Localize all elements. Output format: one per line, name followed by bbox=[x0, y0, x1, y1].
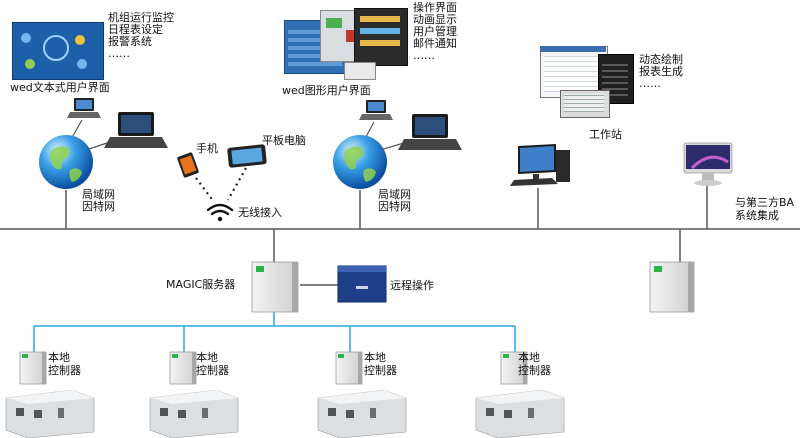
bas-label-line1: 与第三方BA bbox=[735, 196, 795, 209]
laptop-icon-small-left bbox=[67, 98, 101, 118]
network-label-right-line1: 局域网 bbox=[378, 188, 411, 201]
ahu-unit-1 bbox=[5, 389, 95, 438]
controller-label-2-line1: 本地 bbox=[196, 351, 218, 364]
wifi-icon bbox=[206, 203, 234, 222]
controller-label-1-line1: 本地 bbox=[48, 351, 70, 364]
imac-computer-icon bbox=[683, 142, 733, 186]
controller-label-3-line2: 控制器 bbox=[364, 364, 397, 377]
controller-label-3-line1: 本地 bbox=[364, 351, 386, 364]
network-label-left-line1: 局域网 bbox=[82, 188, 115, 201]
globe-icon-right bbox=[333, 135, 387, 189]
feature-item: 日程表设定 bbox=[108, 23, 163, 36]
feature-item: 邮件通知 bbox=[413, 37, 457, 50]
controller-label-4-line1: 本地 bbox=[518, 351, 540, 364]
laptop-icon-small-right bbox=[359, 100, 393, 120]
controller-cabinet-4 bbox=[500, 351, 528, 385]
workstation-computer-icon bbox=[510, 144, 570, 186]
wireless-label: 无线接入 bbox=[238, 206, 282, 219]
controller-cabinet-2 bbox=[169, 351, 197, 385]
ahu-unit-3 bbox=[317, 389, 407, 438]
feature-item: 报表生成 bbox=[639, 65, 683, 78]
phone-icon bbox=[177, 152, 199, 178]
laptop-icon-left bbox=[104, 112, 168, 148]
remote-operation-box bbox=[337, 265, 387, 303]
feature-item: 操作界面 bbox=[413, 1, 457, 14]
feature-item: 机组运行监控 bbox=[108, 11, 174, 24]
laptop-icon-right bbox=[398, 114, 462, 150]
graphic-ui-feature-list: 操作界面 动画显示 用户管理 邮件通知 …… bbox=[413, 2, 457, 62]
bas-label-line2: 系统集成 bbox=[735, 209, 779, 222]
feature-item: 动态绘制 bbox=[639, 53, 683, 66]
network-label-left-line2: 因特网 bbox=[82, 200, 115, 213]
network-label-right-line2: 因特网 bbox=[378, 200, 411, 213]
feature-item: …… bbox=[413, 49, 435, 62]
text-ui-screenshot bbox=[12, 22, 104, 80]
feature-item: 动画显示 bbox=[413, 13, 457, 26]
controller-label-2-line2: 控制器 bbox=[196, 364, 229, 377]
ahu-unit-4 bbox=[475, 389, 565, 438]
feature-item: …… bbox=[108, 47, 130, 60]
text-ui-feature-list: 机组运行监控 日程表设定 报警系统 …… bbox=[108, 12, 174, 60]
controller-cabinet-1 bbox=[19, 351, 47, 385]
globe-icon-left bbox=[39, 135, 93, 189]
tablet-icon bbox=[227, 144, 267, 168]
feature-item: 用户管理 bbox=[413, 25, 457, 38]
report-feature-list: 动态绘制 报表生成 …… bbox=[639, 54, 683, 90]
text-ui-caption: wed文本式用户界面 bbox=[10, 81, 110, 94]
workstation-label: 工作站 bbox=[589, 128, 622, 141]
tablet-label: 平板电脑 bbox=[262, 134, 306, 147]
server-label: MAGIC服务器 bbox=[166, 278, 236, 291]
mobile-label: 手机 bbox=[196, 142, 218, 155]
graphic-ui-caption: wed图形用户界面 bbox=[282, 84, 371, 97]
graphic-ui-screenshot bbox=[284, 6, 408, 80]
feature-item: …… bbox=[639, 77, 661, 90]
remote-operation-label: 远程操作 bbox=[390, 279, 434, 292]
controller-label-4-line2: 控制器 bbox=[518, 364, 551, 377]
magic-server-cabinet bbox=[251, 261, 299, 313]
ahu-unit-2 bbox=[149, 389, 239, 438]
controller-label-1-line2: 控制器 bbox=[48, 364, 81, 377]
report-ui-screenshot bbox=[540, 42, 634, 124]
ba-cabinet bbox=[649, 261, 695, 313]
controller-cabinet-3 bbox=[335, 351, 363, 385]
feature-item: 报警系统 bbox=[108, 35, 152, 48]
